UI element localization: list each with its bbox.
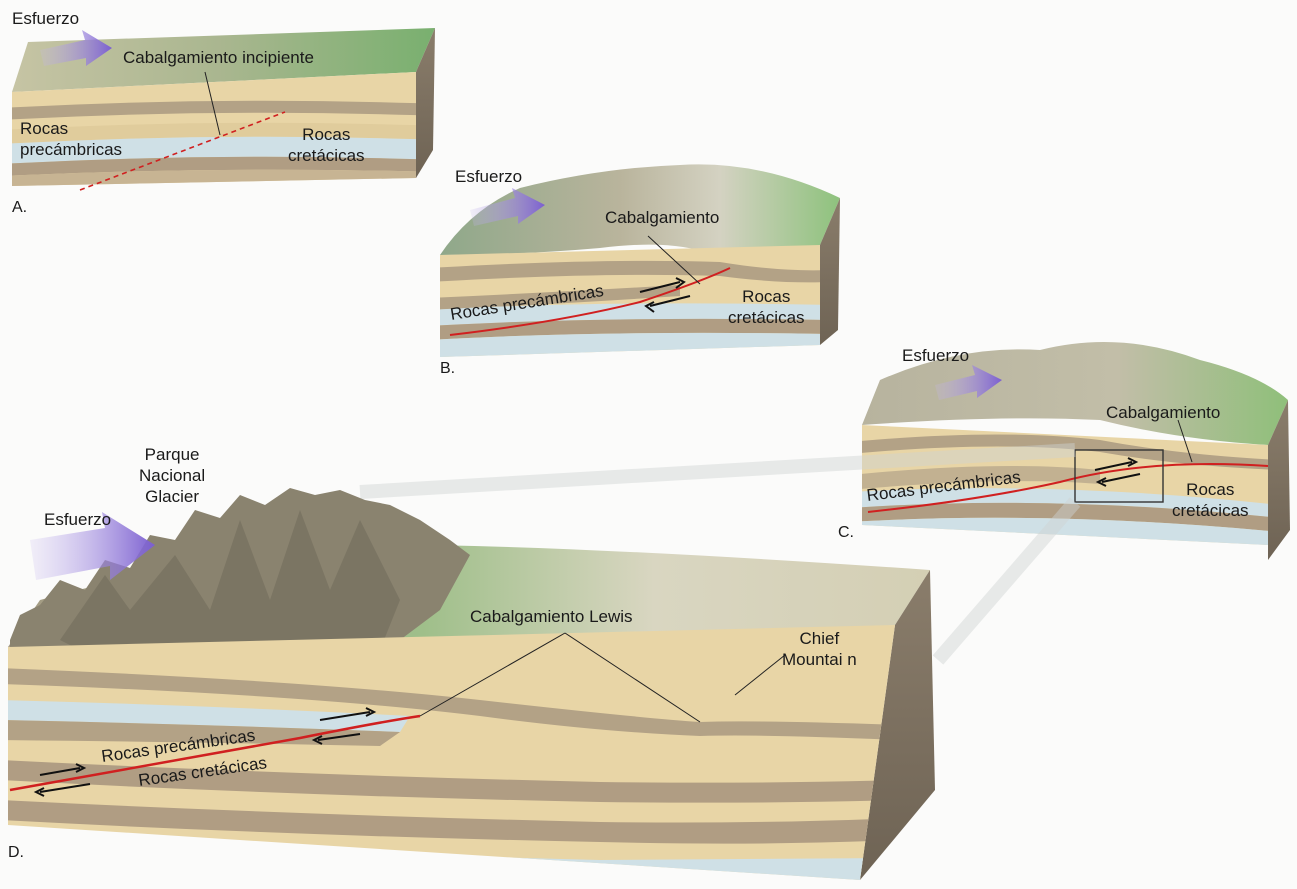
callout-label-b: Cabalgamiento [605, 207, 719, 228]
callout-label-a: Cabalgamiento incipiente [123, 47, 314, 68]
panel-letter-a: A. [12, 197, 27, 218]
stress-label-a: Esfuerzo [12, 8, 79, 29]
rock-left-label-a: Rocas precámbricas [20, 118, 122, 160]
park-label: Parque Nacional Glacier [139, 444, 205, 507]
stress-label-c: Esfuerzo [902, 345, 969, 366]
rock-right-label-b: Rocas cretácicas [728, 286, 805, 328]
panel-letter-d: D. [8, 842, 24, 863]
block-d [0, 488, 935, 889]
fault-label-d: Cabalgamiento Lewis [470, 606, 633, 627]
panel-letter-b: B. [440, 358, 455, 379]
stress-label-d: Esfuerzo [44, 509, 111, 530]
rock-right-label-c: Rocas cretácicas [1172, 479, 1249, 521]
rock-right-label-a: Rocas cretácicas [288, 124, 365, 166]
stress-label-b: Esfuerzo [455, 166, 522, 187]
peak-label: Chief Mountai n [782, 628, 857, 670]
block-b [430, 164, 840, 360]
panel-letter-c: C. [838, 522, 854, 543]
callout-label-c: Cabalgamiento [1106, 402, 1220, 423]
